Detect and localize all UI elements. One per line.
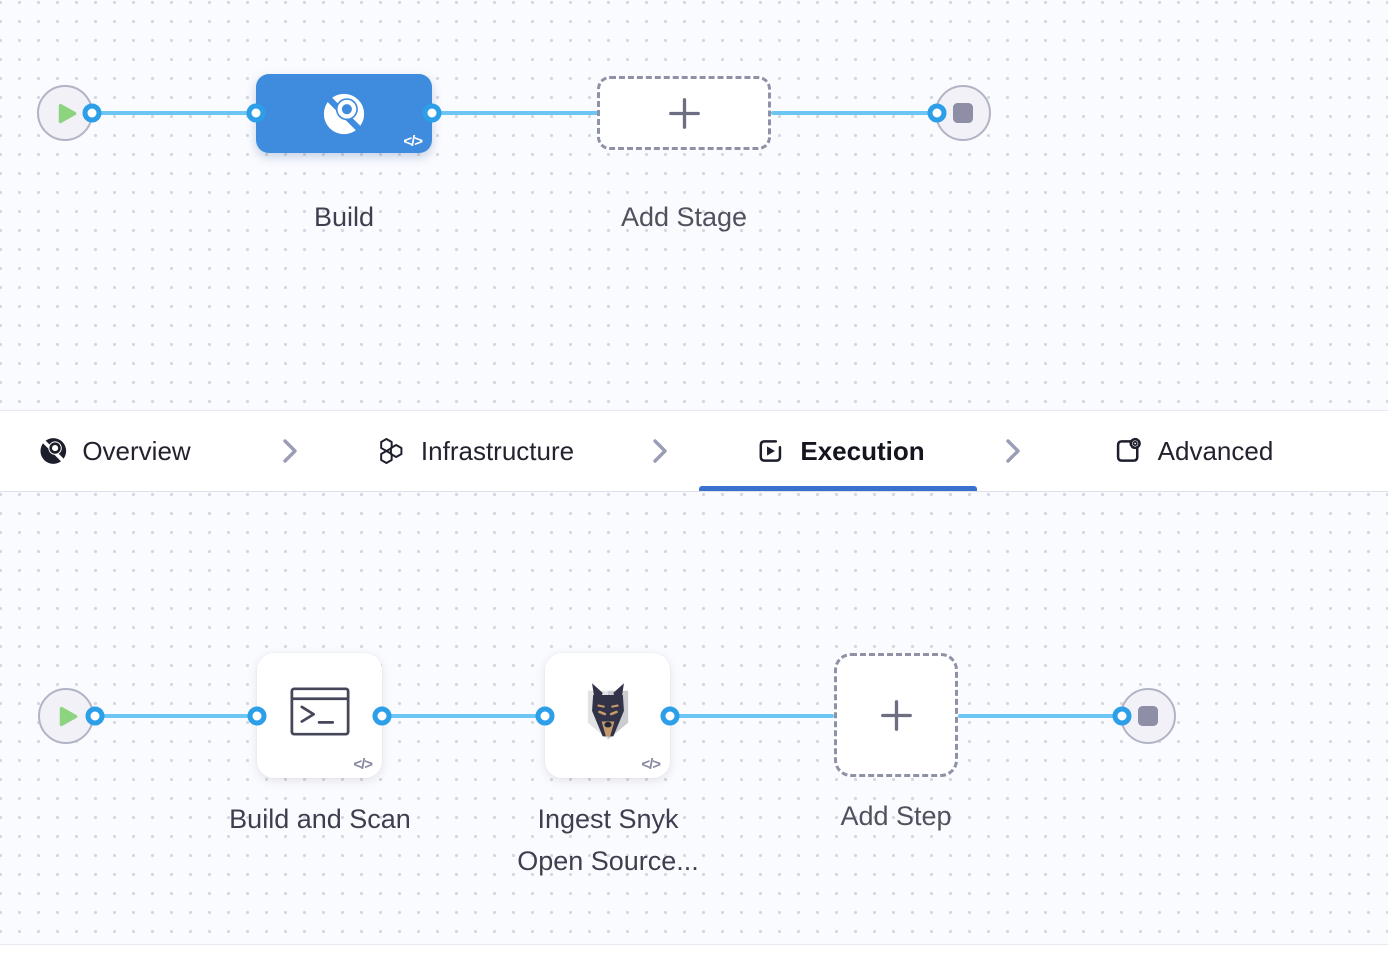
step-node-ingest-snyk[interactable]: </> <box>545 653 670 778</box>
add-stage-label: Add Stage <box>620 202 748 232</box>
ci-build-aperture-icon <box>323 93 365 134</box>
anchor-dot <box>247 706 267 726</box>
advanced-gear-icon <box>1113 436 1143 466</box>
tab-infrastructure[interactable]: Infrastructure <box>376 411 574 491</box>
code-icon: </> <box>641 756 661 773</box>
anchor-dot <box>246 103 266 123</box>
stage-config-tabbar: Overview Infrastructure <box>0 410 1388 492</box>
step-label: Build and Scan <box>229 804 411 834</box>
stage-graph-canvas: </> Build Add Stage <box>0 0 1388 410</box>
play-icon <box>58 103 76 123</box>
anchor-dot <box>535 706 555 726</box>
execution-start-node <box>38 688 94 744</box>
infrastructure-hexagons-icon <box>376 436 406 466</box>
active-tab-indicator <box>699 486 977 491</box>
anchor-dot <box>1112 706 1132 726</box>
bottom-panel-edge <box>0 944 1388 954</box>
add-step-button[interactable] <box>834 653 958 777</box>
edge-connector <box>958 714 1122 718</box>
tab-label: Infrastructure <box>420 435 575 466</box>
snyk-doberman-icon <box>587 682 628 740</box>
stop-icon <box>953 103 973 123</box>
tab-label: Advanced <box>1157 435 1274 466</box>
anchor-dot <box>660 706 680 726</box>
execution-play-icon <box>755 436 785 466</box>
execution-graph-canvas: </> </> <box>0 492 1388 944</box>
stage-label: Build <box>313 202 375 232</box>
plus-icon <box>880 699 912 731</box>
edge-connector <box>92 111 256 115</box>
step-node-build-and-scan[interactable]: </> <box>257 653 382 778</box>
edge-connector <box>95 714 257 718</box>
edge-connector <box>771 111 937 115</box>
edge-connector <box>382 714 545 718</box>
add-stage-button[interactable] <box>597 76 771 150</box>
chevron-right-icon <box>650 437 670 465</box>
anchor-dot <box>85 706 105 726</box>
stop-icon <box>1138 706 1158 726</box>
anchor-dot <box>372 706 392 726</box>
tab-label: Execution <box>800 435 925 466</box>
pipeline-overview-icon <box>39 437 67 465</box>
add-step-label: Add Step <box>840 801 952 831</box>
tab-advanced[interactable]: Advanced <box>1113 411 1274 491</box>
chevron-right-icon <box>280 437 300 465</box>
code-icon: </> <box>353 756 373 773</box>
tab-overview[interactable]: Overview <box>39 411 191 491</box>
anchor-dot <box>82 103 102 123</box>
chevron-right-icon <box>1003 437 1023 465</box>
anchor-dot <box>927 103 947 123</box>
run-terminal-icon <box>290 687 349 736</box>
edge-connector <box>432 111 598 115</box>
play-icon <box>59 706 77 726</box>
tab-label: Overview <box>82 435 191 466</box>
step-label: Ingest Snyk Open Source... <box>517 804 699 876</box>
plus-icon <box>668 97 700 129</box>
code-icon: </> <box>403 133 423 150</box>
anchor-dot <box>422 103 442 123</box>
tab-execution[interactable]: Execution <box>755 411 925 491</box>
edge-connector <box>670 714 834 718</box>
stage-node-build[interactable]: </> <box>256 74 432 153</box>
